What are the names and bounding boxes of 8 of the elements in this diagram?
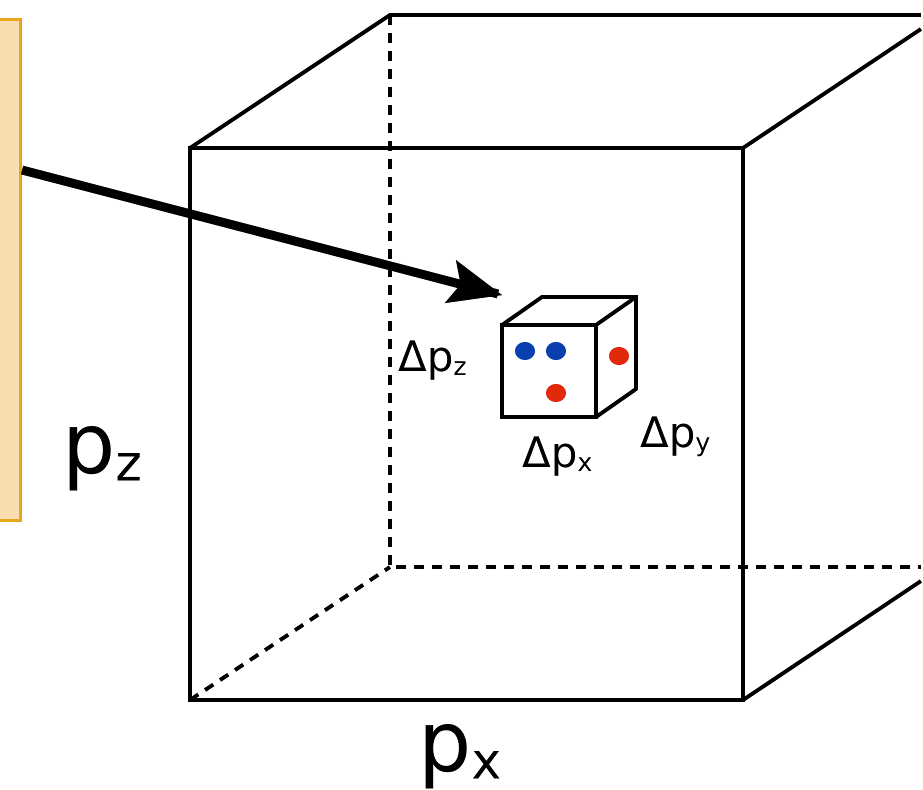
dimension-label: Δp$_{z}$ bbox=[398, 336, 467, 379]
axis-label: p$_{x}$ bbox=[418, 700, 502, 787]
arrow bbox=[20, 166, 502, 304]
side-panel bbox=[0, 18, 22, 522]
axis-label: p$_{z}$ bbox=[62, 402, 142, 489]
small-cube-drawing bbox=[498, 294, 640, 420]
dimension-label: Δp$_{x}$ bbox=[522, 432, 592, 475]
dimension-label: Δp$_{y}$ bbox=[640, 412, 710, 455]
